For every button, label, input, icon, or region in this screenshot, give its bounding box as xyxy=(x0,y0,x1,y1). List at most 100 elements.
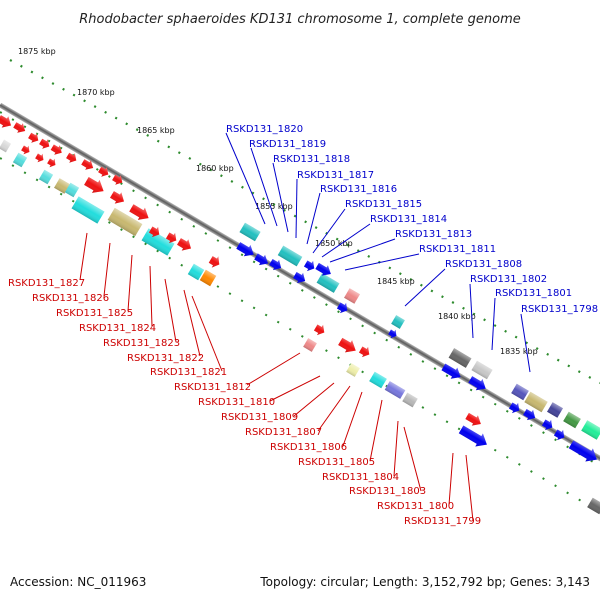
gene-label-lower[interactable]: RSKD131_1799 xyxy=(404,516,481,527)
gene-block[interactable] xyxy=(402,392,418,408)
gene-block[interactable] xyxy=(0,139,11,153)
gene-block[interactable] xyxy=(471,360,493,380)
gene-label-lower[interactable]: RSKD131_1806 xyxy=(270,442,347,453)
gene-label-lower[interactable]: RSKD131_1810 xyxy=(198,397,275,408)
gene-block[interactable] xyxy=(303,338,317,352)
gene-arrow[interactable] xyxy=(464,411,484,429)
gene-arrow[interactable] xyxy=(253,251,271,268)
gene-block[interactable] xyxy=(187,263,205,281)
gene-block[interactable] xyxy=(316,273,340,293)
gene-arrow[interactable] xyxy=(38,137,52,152)
gene-block[interactable] xyxy=(563,411,581,429)
gene-arrow[interactable] xyxy=(49,142,64,157)
gene-label-lower[interactable]: RSKD131_1803 xyxy=(349,486,426,497)
gene-arrow[interactable] xyxy=(148,224,163,239)
gene-arrow[interactable] xyxy=(337,335,360,356)
gene-block[interactable] xyxy=(524,391,548,413)
gene-label-lower[interactable]: RSKD131_1807 xyxy=(245,427,322,438)
kbp-label: 1860 kbp xyxy=(196,164,234,173)
gene-block[interactable] xyxy=(71,196,105,224)
gene-arrow[interactable] xyxy=(336,300,351,315)
gene-block[interactable] xyxy=(141,228,175,256)
gene-block[interactable] xyxy=(38,169,54,185)
map-title: Rhodobacter sphaeroides KD131 chromosome… xyxy=(79,12,520,27)
gene-block[interactable] xyxy=(239,222,261,242)
gene-arrow[interactable] xyxy=(207,254,222,270)
gene-arrow[interactable] xyxy=(358,344,373,359)
gene-arrow[interactable] xyxy=(80,157,96,173)
gene-block[interactable] xyxy=(448,348,472,368)
gene-arrow[interactable] xyxy=(12,120,28,136)
gene-label-upper[interactable]: RSKD131_1814 xyxy=(370,214,447,225)
gene-arrow[interactable] xyxy=(553,427,568,442)
gene-arrow[interactable] xyxy=(508,400,523,415)
gene-arrow[interactable] xyxy=(440,361,464,382)
gene-label-upper[interactable]: RSKD131_1802 xyxy=(470,274,547,285)
gene-block[interactable] xyxy=(64,182,80,198)
gene-block[interactable] xyxy=(369,371,387,389)
gene-arrow[interactable] xyxy=(65,151,79,166)
gene-label-upper[interactable]: RSKD131_1816 xyxy=(320,184,397,195)
gene-arrow[interactable] xyxy=(165,230,180,245)
gene-label-upper[interactable]: RSKD131_1808 xyxy=(445,259,522,270)
gene-arrow[interactable] xyxy=(46,157,58,170)
gene-label-lower[interactable]: RSKD131_1826 xyxy=(32,293,109,304)
gene-label-lower[interactable]: RSKD131_1827 xyxy=(8,278,85,289)
gene-arrow[interactable] xyxy=(467,374,489,394)
gene-arrow[interactable] xyxy=(20,144,32,157)
gene-arrow[interactable] xyxy=(268,257,284,273)
gene-arrow[interactable] xyxy=(176,236,195,254)
gene-arrow[interactable] xyxy=(292,270,308,286)
gene-block[interactable] xyxy=(277,245,303,267)
gene-label-upper[interactable]: RSKD131_1813 xyxy=(395,229,472,240)
gene-arrow[interactable] xyxy=(27,131,41,146)
gene-block[interactable] xyxy=(199,269,217,287)
gene-arrow[interactable] xyxy=(541,417,556,432)
gene-arrow[interactable] xyxy=(111,173,125,188)
gene-arrow[interactable] xyxy=(387,328,399,341)
gene-arrow[interactable] xyxy=(313,322,328,337)
gene-label-upper[interactable]: RSKD131_1815 xyxy=(345,199,422,210)
gene-arrow[interactable] xyxy=(522,407,538,423)
gene-block[interactable] xyxy=(344,288,360,304)
gene-label-lower[interactable]: RSKD131_1804 xyxy=(322,472,399,483)
gene-block[interactable] xyxy=(384,381,406,399)
gene-label-lower[interactable]: RSKD131_1825 xyxy=(56,308,133,319)
gene-label-lower[interactable]: RSKD131_1809 xyxy=(221,412,298,423)
gene-arrow[interactable] xyxy=(83,174,108,197)
gene-block[interactable] xyxy=(107,207,143,237)
gene-label-upper[interactable]: RSKD131_1811 xyxy=(419,244,496,255)
gene-arrow[interactable] xyxy=(457,423,490,451)
gene-arrow[interactable] xyxy=(97,165,111,180)
gene-arrow[interactable] xyxy=(128,202,152,224)
gene-arrow[interactable] xyxy=(303,258,318,273)
gene-arrow[interactable] xyxy=(235,240,257,260)
gene-block[interactable] xyxy=(12,152,28,168)
gene-block[interactable] xyxy=(587,497,600,515)
gene-label-lower[interactable]: RSKD131_1812 xyxy=(174,382,251,393)
gene-block[interactable] xyxy=(581,420,600,440)
gene-label-upper[interactable]: RSKD131_1818 xyxy=(273,154,350,165)
gene-label-lower[interactable]: RSKD131_1824 xyxy=(79,323,156,334)
gene-label-upper[interactable]: RSKD131_1820 xyxy=(226,124,303,135)
gene-block[interactable] xyxy=(391,315,405,329)
gene-block[interactable] xyxy=(54,178,70,194)
gene-arrow[interactable] xyxy=(34,152,46,165)
gene-label-lower[interactable]: RSKD131_1821 xyxy=(150,367,227,378)
gene-label-lower[interactable]: RSKD131_1823 xyxy=(103,338,180,349)
gene-arrow[interactable] xyxy=(0,113,14,131)
gene-label-upper[interactable]: RSKD131_1819 xyxy=(249,139,326,150)
gene-label-lower[interactable]: RSKD131_1800 xyxy=(377,501,454,512)
gene-label-upper[interactable]: RSKD131_1798 xyxy=(521,304,598,315)
kbp-label: 1840 kbp xyxy=(438,312,476,321)
gene-label-lower[interactable]: RSKD131_1805 xyxy=(298,457,375,468)
gene-block[interactable] xyxy=(346,363,360,377)
gene-arrow[interactable] xyxy=(314,261,334,279)
gene-label-upper[interactable]: RSKD131_1817 xyxy=(297,170,374,181)
gene-block[interactable] xyxy=(511,383,529,401)
gene-label-upper[interactable]: RSKD131_1801 xyxy=(495,288,572,299)
gene-arrow[interactable] xyxy=(567,438,600,466)
gene-block[interactable] xyxy=(547,402,563,418)
gene-arrow[interactable] xyxy=(109,189,128,207)
gene-label-lower[interactable]: RSKD131_1822 xyxy=(127,353,204,364)
